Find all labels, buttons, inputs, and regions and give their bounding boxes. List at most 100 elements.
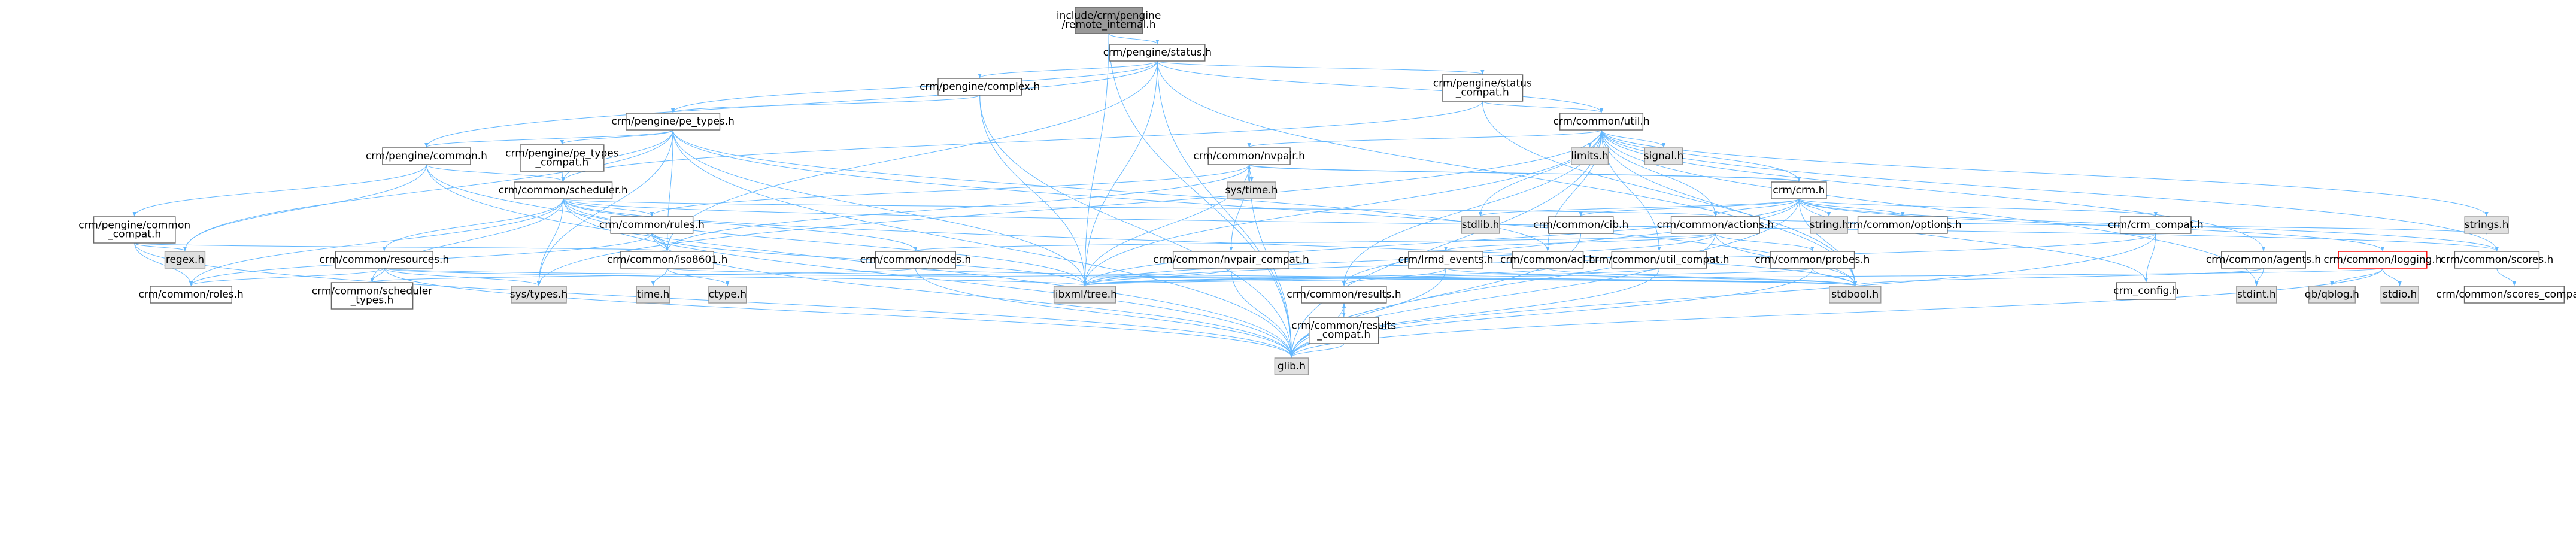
node-box (1611, 251, 1707, 269)
node-crm-common-cib-h[interactable]: crm/common/cib.h (1533, 216, 1628, 234)
node-crm-common-util-compat-h[interactable]: crm/common/util_compat.h (1589, 251, 1730, 269)
node-box (937, 78, 1022, 96)
edge-nodes-to-scheduler_types (370, 268, 916, 283)
edge-resources-to-glib (384, 268, 1294, 358)
node-crm-common-scheduler-h[interactable]: crm/common/scheduler.h (499, 181, 628, 199)
node-box (2463, 286, 2565, 304)
node-ctype-h: ctype.h (708, 286, 747, 304)
node-box (1075, 7, 1143, 34)
node-label: glib.h (1278, 360, 1306, 372)
node-label: crm/pengine/common.h (366, 150, 487, 162)
edge-scheduler-to-nodes (563, 198, 918, 251)
node-crm-common-scores-compat-h[interactable]: crm/common/scores_compat.h (2436, 286, 2576, 304)
edge-util-to-systypes (536, 129, 1602, 286)
node-crm-common-options-h[interactable]: crm/common/options.h (1844, 216, 1962, 234)
node-crm-common-rules-h[interactable]: crm/common/rules.h (599, 216, 705, 234)
edge-util-to-actions (1601, 129, 1718, 217)
edge-pe_types-to-regex (183, 129, 673, 251)
edge-status-to-pe_types (671, 60, 1158, 113)
node-label: crm/common/nodes.h (860, 254, 972, 266)
node-crm-pengine-pe-types-h[interactable]: crm/pengine/pe_types.h (611, 113, 735, 131)
node-box (2116, 282, 2176, 300)
edge-agents-to-stdbool (1853, 268, 2264, 286)
node-label: crm/common/iso8601.h (607, 254, 728, 266)
node-label: string.h (1810, 219, 1849, 231)
node-label: stdio.h (2383, 289, 2417, 301)
node-crm-pengine-pe-types-compat-h[interactable]: crm/pengine/pe_types_compat.h (505, 144, 619, 172)
edge-resources-to-roles (189, 268, 385, 286)
edge-crm-to-crm_compat (1798, 198, 2158, 217)
node-crm-common-nvpair-compat-h[interactable]: crm/common/nvpair_compat.h (1153, 251, 1309, 269)
node-box (1771, 181, 1827, 199)
node-crm-pengine-common-h[interactable]: crm/pengine/common.h (366, 147, 487, 165)
node-box (1442, 74, 1524, 102)
edge-status-to-complex (978, 60, 1158, 78)
node-label: qb/qblog.h (2305, 289, 2359, 301)
node-box (1829, 286, 1882, 304)
node-crm-pengine-complex-h[interactable]: crm/pengine/complex.h (920, 78, 1040, 96)
node-crm-common-acl-h[interactable]: crm/common/acl.h (1500, 251, 1595, 269)
edge-resources-to-stdbool (384, 268, 1856, 286)
edge-pe_types-to-libxml (672, 129, 1087, 286)
node-label: crm/common/probes.h (1755, 254, 1870, 266)
node-crm-lrmd-events-h[interactable]: crm/lrmd_events.h (1398, 251, 1494, 269)
node-crm-pengine-status-compat-h[interactable]: crm/pengine/status_compat.h (1433, 74, 1532, 102)
node-crm-common-actions-h[interactable]: crm/common/actions.h (1657, 216, 1774, 234)
edge-pe_types-to-acl (672, 129, 1550, 251)
node-label: crm/common/util_compat.h (1589, 254, 1730, 266)
node-label: crm/pengine/status (1433, 78, 1532, 90)
node-crm-crm-h[interactable]: crm/crm.h (1771, 181, 1827, 199)
node-crm-common-results-compat-h[interactable]: crm/common/results_compat.h (1291, 317, 1396, 344)
node-stdio-h: stdio.h (2380, 286, 2419, 304)
node-box (2454, 251, 2540, 269)
node-label: ctype.h (709, 289, 747, 301)
node-box (1207, 147, 1291, 165)
edge-crm_compat-to-crm_config (2144, 233, 2156, 283)
edge-util-to-nvpair (1247, 129, 1602, 148)
node-label: crm/common/scheduler.h (499, 184, 628, 196)
node-crm-common-iso8601-h[interactable]: crm/common/iso8601.h (607, 251, 728, 269)
node-label: crm/crm_compat.h (2108, 219, 2204, 231)
node-glib-h: glib.h (1274, 357, 1309, 375)
edge-nvpair-to-rules (650, 164, 1250, 217)
node-label: _compat.h (107, 229, 161, 241)
node-label: time.h (637, 289, 670, 301)
node-label: crm/pengine/complex.h (920, 81, 1040, 93)
edge-scores-to-scores_compat (2496, 268, 2517, 286)
edge-root-to-status (1108, 33, 1160, 44)
node-label: crm/common/results (1291, 320, 1396, 332)
edge-rules-to-iso8601 (651, 233, 669, 251)
node-crm-common-nodes-h[interactable]: crm/common/nodes.h (860, 251, 972, 269)
edge-util-to-agents (1601, 129, 2266, 251)
node-crm-common-resources-h[interactable]: crm/common/resources.h (320, 251, 450, 269)
edge-util-to-crm (1601, 129, 1801, 182)
node-label: sys/types.h (510, 289, 568, 301)
node-box (636, 286, 670, 304)
edge-pe_types_compat-to-scheduler (561, 171, 565, 182)
node-crm-common-util-h[interactable]: crm/common/util.h (1553, 113, 1650, 131)
node-crm-crm-compat-h[interactable]: crm/crm_compat.h (2108, 216, 2204, 234)
edge-crm-to-libxml (1082, 198, 1800, 286)
edge-pe_common-to-scheduler (426, 164, 565, 182)
node-crm-common-probes-h[interactable]: crm/common/probes.h (1755, 251, 1870, 269)
node-box (2221, 251, 2306, 269)
node-crm-common-scheduler-types-h[interactable]: crm/common/scheduler_types.h (312, 282, 432, 310)
node-box (330, 282, 414, 310)
edge-status-to-util (1157, 60, 1604, 113)
node-crm-common-agents-h[interactable]: crm/common/agents.h (2206, 251, 2321, 269)
node-crm-common-results-h[interactable]: crm/common/results.h (1287, 286, 1401, 304)
node-crm-pengine-status-h[interactable]: crm/pengine/status.h (1103, 44, 1212, 62)
node-crm-common-logging-h[interactable]: crm/common/logging.h (2323, 251, 2442, 269)
edge-scheduler-to-roles (189, 198, 564, 286)
node-crm-common-nvpair-h[interactable]: crm/common/nvpair.h (1193, 147, 1305, 165)
node-crm-config-h[interactable]: crm_config.h (2113, 282, 2179, 300)
edge-actions-to-strings (1715, 216, 2489, 235)
edge-iso8601-to-time (651, 268, 668, 286)
node-crm-pengine-common-compat-h[interactable]: crm/pengine/common_compat.h (78, 216, 190, 244)
node-stdbool-h: stdbool.h (1829, 286, 1882, 304)
edge-pe_types-to-scheduler (561, 129, 673, 182)
node-box (335, 251, 433, 269)
node-crm-common-roles-h[interactable]: crm/common/roles.h (138, 286, 244, 304)
node-crm-common-scores-h[interactable]: crm/common/scores.h (2441, 251, 2554, 269)
